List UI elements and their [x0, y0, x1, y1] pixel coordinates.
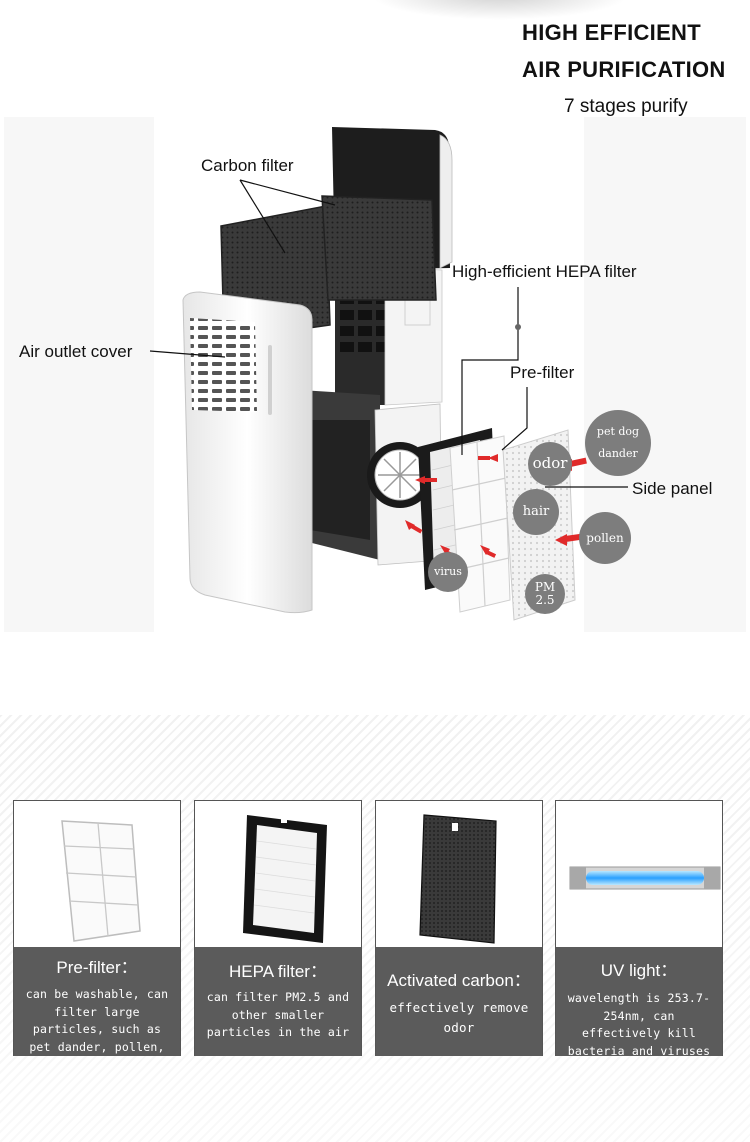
- feature-card-hepa: HEPA filter： can filter PM2.5 and other …: [194, 800, 362, 1056]
- bubble-odor-label: odor: [532, 454, 568, 473]
- hepa-photo: [195, 801, 361, 947]
- label-side-panel: Side panel: [632, 479, 713, 498]
- label-hepa-filter: High-efficient HEPA filter: [452, 262, 637, 281]
- bubble-pm-line2: 2.5: [535, 593, 555, 607]
- bubble-virus-label: virus: [434, 565, 462, 579]
- hepa-description: can filter PM2.5 and other smaller parti…: [206, 990, 350, 1039]
- subheadline: 7 stages purify: [564, 96, 688, 117]
- exploded-view-illustration: [149, 127, 628, 621]
- air-outlet-cover: [182, 291, 313, 614]
- bubble-odor: odor: [528, 442, 572, 486]
- pre-filter-title: Pre-filter：: [56, 958, 138, 977]
- bubble-pollen: pollen: [579, 512, 631, 564]
- feature-card-uv: UV light： wavelength is 253.7-254nm, can…: [555, 800, 723, 1058]
- callout-leader-lines: [149, 179, 628, 488]
- uv-caption: UV light： wavelength is 253.7-254nm, can…: [556, 947, 722, 1058]
- hepa-caption: HEPA filter： can filter PM2.5 and other …: [195, 947, 361, 1056]
- carbon-filter-icon: [419, 814, 497, 944]
- bubble-hair-label: hair: [522, 504, 550, 520]
- carbon-photo: [376, 801, 542, 947]
- bubble-pet-dog-line2: dander: [598, 447, 638, 460]
- pre-filter-caption: Pre-filter： can be washable, can filter …: [14, 947, 180, 1056]
- uv-photo: [556, 801, 722, 947]
- bubble-virus: virus: [428, 552, 468, 592]
- uv-lamp-icon: [569, 866, 721, 890]
- pre-filter-photo: [14, 801, 180, 947]
- headline-line-2: AIR PURIFICATION: [522, 57, 726, 82]
- carbon-caption: Activated carbon： effectively remove odo…: [376, 947, 542, 1056]
- carbon-filter-right: [321, 195, 437, 301]
- headline-line-1: HIGH EFFICIENT: [522, 20, 701, 45]
- uv-title: UV light：: [600, 961, 678, 980]
- bubble-pm-line1: PM: [534, 580, 556, 595]
- top-shadow-decoration: [370, 0, 630, 20]
- hepa-leader-dot: [515, 324, 521, 330]
- pre-filter-description: can be washable, can filter large partic…: [25, 987, 169, 1054]
- hepa-filter-icon: [243, 815, 327, 943]
- label-pre-filter: Pre-filter: [510, 363, 575, 382]
- bubble-pollen-label: pollen: [586, 530, 624, 545]
- feature-card-pre-filter: Pre-filter： can be washable, can filter …: [13, 800, 181, 1056]
- bubble-pet-dog-dander: pet dog dander: [585, 410, 651, 476]
- carbon-title: Activated carbon：: [387, 971, 531, 990]
- label-carbon-filter: Carbon filter: [201, 156, 294, 175]
- bubble-hair: hair: [513, 489, 559, 535]
- pre-filter-panel-icon: [61, 820, 141, 942]
- bubble-pet-dog-line1: pet dog: [596, 425, 640, 439]
- uv-description: wavelength is 253.7-254nm, can effective…: [567, 991, 711, 1058]
- carbon-description: effectively remove odor: [389, 1000, 529, 1035]
- feature-card-carbon: Activated carbon： effectively remove odo…: [375, 800, 543, 1056]
- bubble-pm25: PM 2.5: [525, 574, 565, 614]
- label-air-outlet-cover: Air outlet cover: [19, 342, 133, 361]
- hepa-title: HEPA filter：: [229, 962, 327, 981]
